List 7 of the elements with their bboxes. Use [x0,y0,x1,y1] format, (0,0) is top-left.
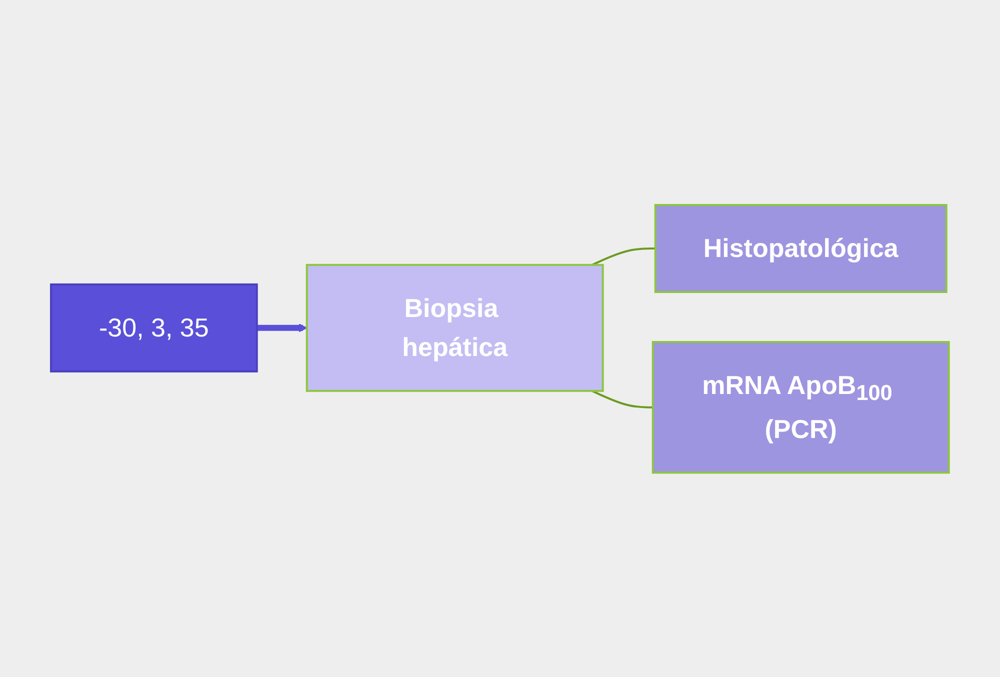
node-box: mRNA ApoB$_{100}$ (PCR) [652,340,950,474]
node-box: -30, 3, 35 [50,283,258,372]
connector [592,247,656,266]
node-box: Biopsia hepática [306,264,604,392]
arrow [256,323,308,332]
node-box: Histopatológica [654,204,948,293]
connector [592,390,653,408]
